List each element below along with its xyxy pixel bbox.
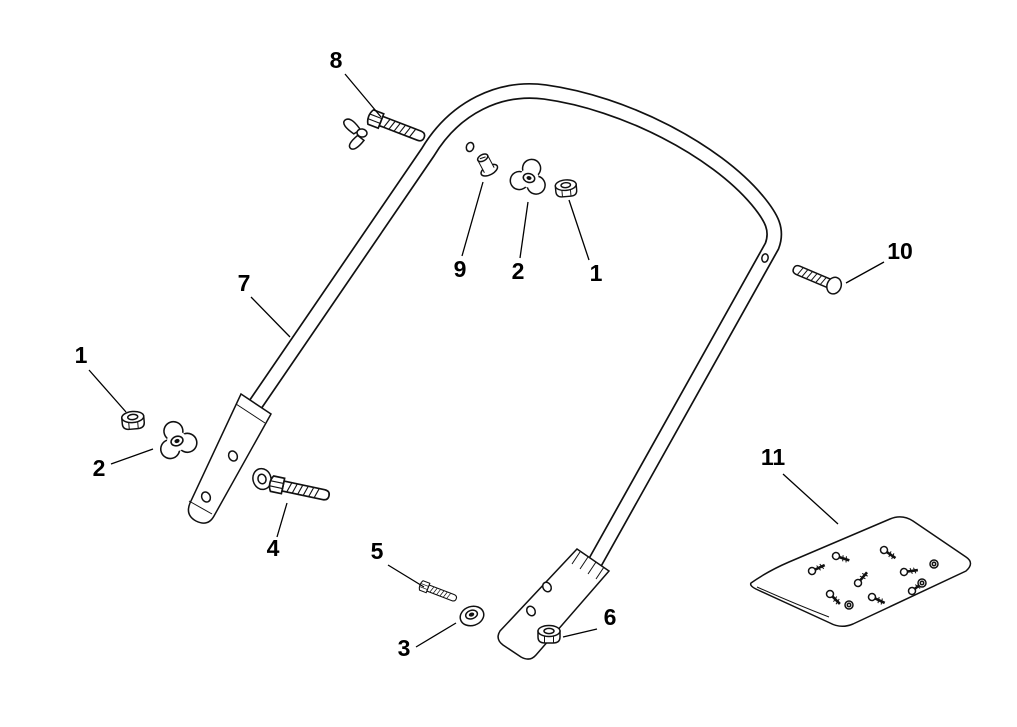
left-plate-hole-upper — [227, 450, 239, 462]
callout-label-nut-6: 6 — [604, 604, 617, 630]
leader-line-carriage-bolt-10 — [845, 261, 885, 284]
leader-line-bolt-8 — [344, 73, 382, 118]
right-mount-plate — [497, 548, 611, 660]
right-plate-hole-upper — [541, 581, 553, 593]
callout-label-nut-1-upper: 1 — [590, 260, 603, 286]
callout-label-bolt-4: 4 — [267, 535, 280, 561]
right-plate-hole-lower — [525, 605, 537, 617]
callout-label-hardware-bag-11: 11 — [761, 444, 786, 470]
leader-line-nut-1-upper — [568, 199, 590, 261]
callout-label-bolt-5: 5 — [371, 538, 384, 564]
hardware-parts — [120, 108, 845, 644]
callout-label-bolt-8: 8 — [330, 47, 343, 73]
tube-hole-right — [761, 253, 769, 263]
bag-nut — [844, 600, 854, 610]
leader-line-knob-2-upper — [519, 201, 529, 259]
nut-6 — [537, 624, 561, 644]
tube-hole-upper — [465, 141, 475, 153]
handlebar-tube — [246, 83, 783, 570]
callout-label-handlebar-7: 7 — [238, 270, 251, 296]
nut-1-left — [120, 409, 146, 431]
carriage-bolt-10 — [789, 259, 845, 297]
sleeve-9 — [472, 150, 501, 180]
callout-label-carriage-bolt-10: 10 — [887, 238, 913, 264]
leader-line-grommet-3 — [415, 622, 457, 648]
leader-line-handlebar-7 — [250, 296, 291, 338]
callout-label-knob-2-upper: 2 — [512, 258, 525, 284]
bag-fold-line — [756, 586, 830, 618]
handlebar-tube-outline — [246, 83, 783, 570]
knob-2-upper — [507, 154, 552, 197]
leader-line-bolt-4 — [276, 502, 288, 538]
knob-2-left — [151, 415, 201, 462]
handlebar-tube-fill — [247, 84, 781, 570]
leader-line-sleeve-9 — [461, 181, 484, 257]
bolt-8 — [365, 108, 428, 146]
leader-line-knob-2-left — [110, 448, 154, 465]
grommet-3 — [456, 602, 488, 630]
bolt-4 — [267, 474, 332, 505]
left-mount-plate — [187, 392, 272, 524]
wing-clip-8 — [339, 117, 370, 152]
callout-label-knob-2-left: 2 — [93, 455, 106, 481]
callout-label-grommet-3: 3 — [398, 635, 411, 661]
nut-1-upper — [554, 178, 578, 199]
leader-line-nut-1-left — [88, 369, 127, 413]
hardware-bag — [749, 516, 972, 627]
leader-line-bolt-5 — [387, 564, 425, 588]
bag-nut — [917, 578, 927, 588]
callout-label-sleeve-9: 9 — [454, 256, 467, 282]
leader-line-nut-6 — [562, 628, 598, 638]
leader-line-hardware-bag-11 — [782, 473, 839, 525]
bag-nut — [929, 559, 939, 569]
bolt-5 — [417, 579, 459, 605]
callout-label-nut-1-left: 1 — [75, 342, 88, 368]
left-plate-hole-lower — [200, 491, 212, 503]
